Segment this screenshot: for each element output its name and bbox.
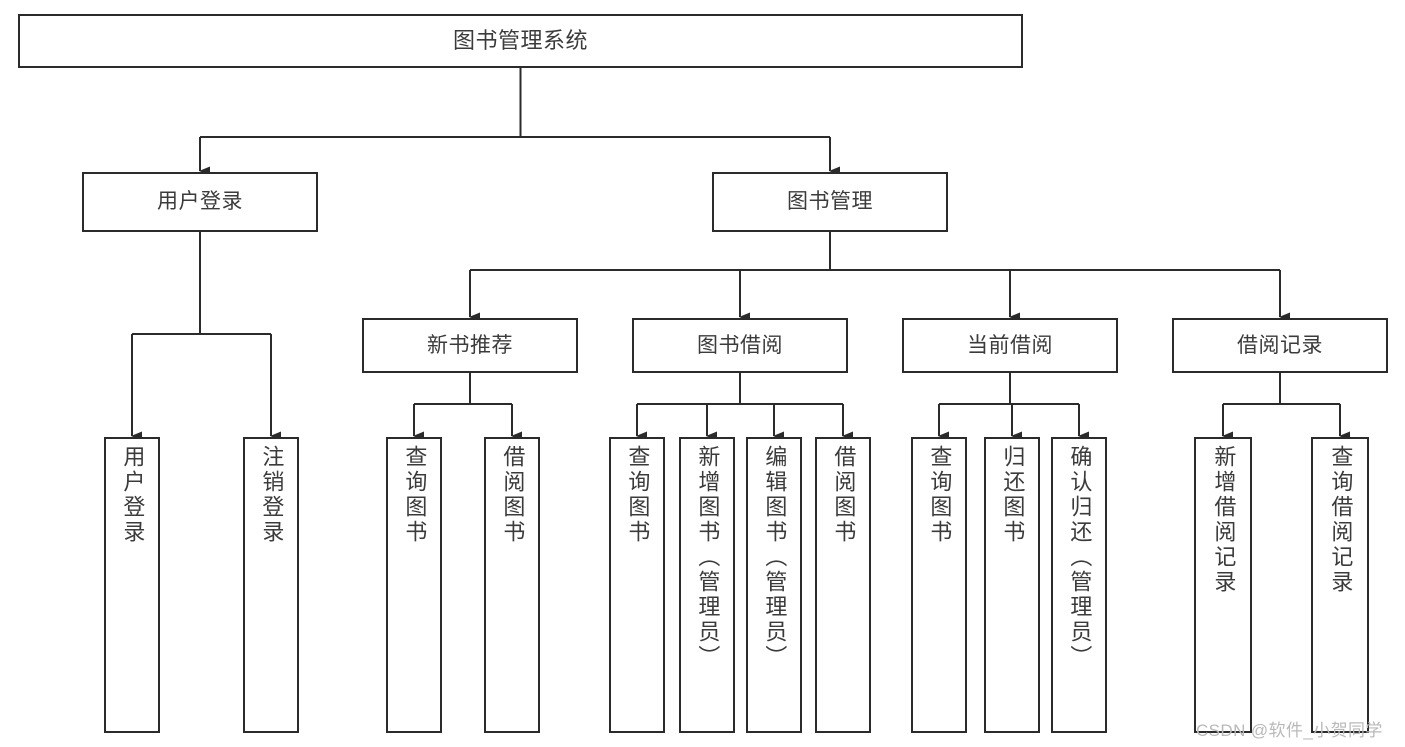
- node-leaf2[interactable]: 注销登录: [243, 437, 299, 733]
- node-label: 借阅图书: [831, 445, 857, 545]
- node-leaf3[interactable]: 查询图书: [386, 437, 442, 733]
- node-leaf9[interactable]: 查询图书: [911, 437, 967, 733]
- node-label: 用户登录: [120, 445, 146, 545]
- csdn-watermark: CSDN @软件_小贺同学: [1196, 721, 1383, 740]
- node-label: 当前借阅: [967, 333, 1053, 357]
- node-leaf4[interactable]: 借阅图书: [484, 437, 540, 733]
- node-label: 确认归还（管理员）: [1067, 445, 1093, 670]
- node-leaf11[interactable]: 确认归还（管理员）: [1051, 437, 1107, 733]
- node-label: 借阅图书: [500, 445, 526, 545]
- node-l1a[interactable]: 用户登录: [82, 172, 318, 232]
- node-label: 用户登录: [157, 190, 243, 214]
- node-leaf7[interactable]: 编辑图书（管理员）: [746, 437, 802, 733]
- node-label: 查询图书: [927, 445, 953, 545]
- node-leaf12[interactable]: 新增借阅记录: [1194, 437, 1252, 733]
- node-leaf8[interactable]: 借阅图书: [815, 437, 871, 733]
- node-label: 查询图书: [625, 445, 651, 545]
- node-l1b[interactable]: 图书管理: [712, 172, 948, 232]
- node-label: 编辑图书（管理员）: [762, 445, 788, 670]
- node-label: 新书推荐: [427, 333, 513, 357]
- node-l2d[interactable]: 借阅记录: [1172, 318, 1388, 373]
- node-root[interactable]: 图书管理系统: [18, 14, 1023, 68]
- node-label: 归还图书: [1000, 445, 1026, 545]
- node-leaf6[interactable]: 新增图书（管理员）: [679, 437, 735, 733]
- node-label: 查询借阅记录: [1328, 445, 1354, 595]
- node-label: 图书管理: [787, 190, 873, 214]
- node-leaf13[interactable]: 查询借阅记录: [1311, 437, 1369, 733]
- connector-paths: [130, 68, 1350, 441]
- node-label: 注销登录: [259, 445, 285, 545]
- node-l2a[interactable]: 新书推荐: [362, 318, 578, 373]
- node-label: 图书借阅: [697, 333, 783, 357]
- node-label: 新增图书（管理员）: [695, 445, 721, 670]
- node-label: 借阅记录: [1237, 333, 1323, 357]
- node-leaf5[interactable]: 查询图书: [609, 437, 665, 733]
- node-leaf1[interactable]: 用户登录: [104, 437, 160, 733]
- node-label: 图书管理系统: [452, 27, 588, 53]
- node-l2b[interactable]: 图书借阅: [632, 318, 848, 373]
- node-l2c[interactable]: 当前借阅: [902, 318, 1118, 373]
- node-leaf10[interactable]: 归还图书: [984, 437, 1040, 733]
- node-label: 新增借阅记录: [1211, 445, 1237, 595]
- node-label: 查询图书: [402, 445, 428, 545]
